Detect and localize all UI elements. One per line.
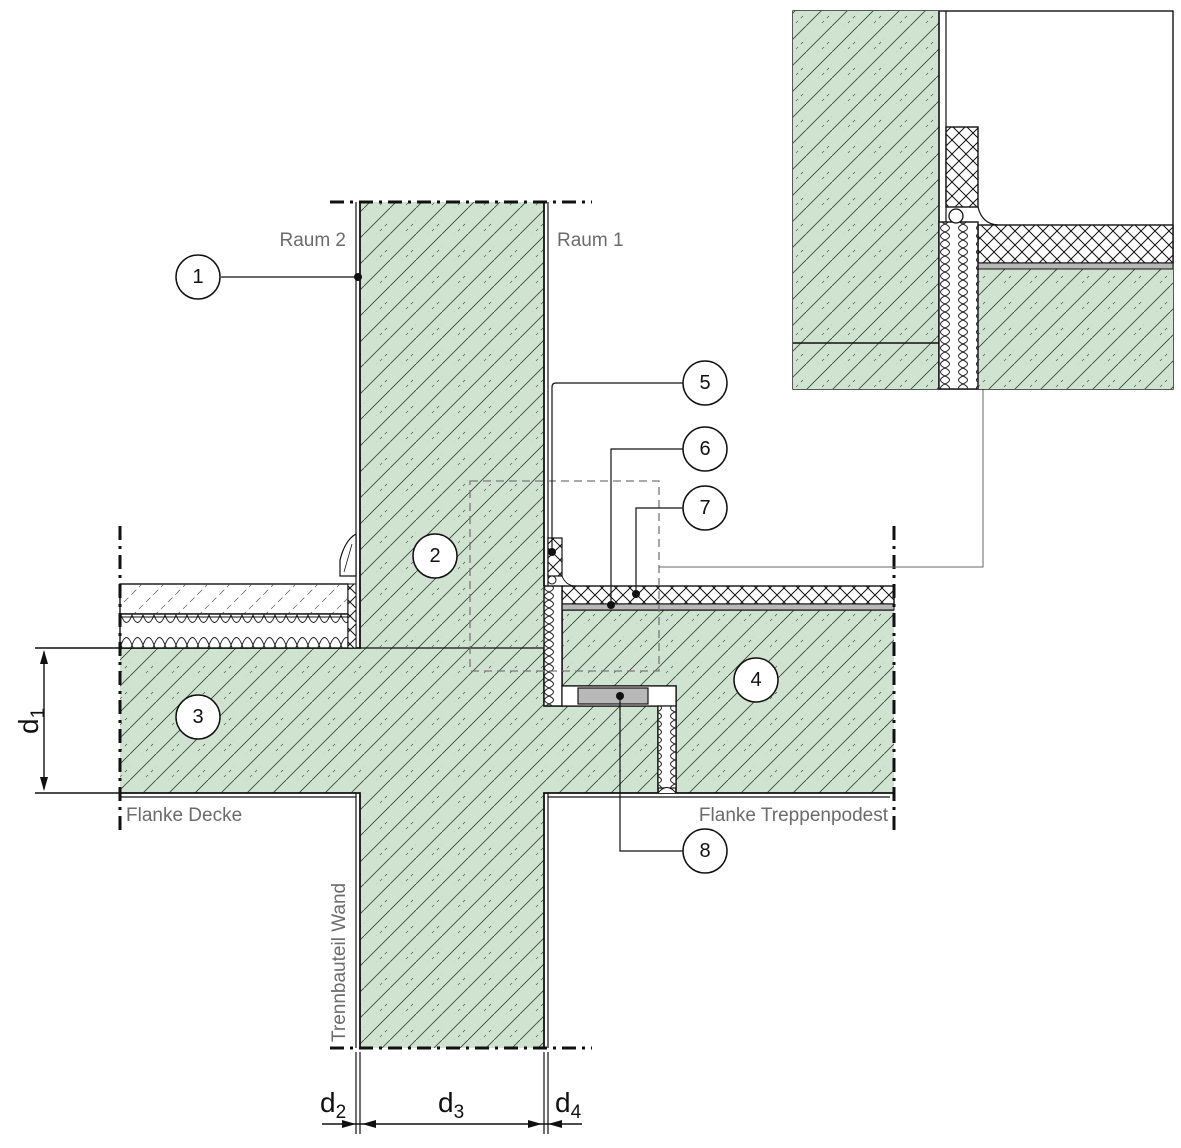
dimension-d4-label: d4	[555, 1087, 582, 1123]
label-raum-2: Raum 2	[279, 230, 346, 251]
label-raum-1: Raum 1	[557, 230, 624, 251]
svg-text:3: 3	[192, 706, 203, 728]
svg-text:7: 7	[699, 497, 710, 519]
callout-1: 1	[175, 254, 221, 300]
dimension-d1: d1	[13, 647, 120, 794]
svg-text:4: 4	[750, 669, 761, 691]
detail-frame	[469, 480, 660, 672]
detail-inset	[792, 10, 1174, 390]
svg-text:2: 2	[429, 545, 440, 567]
callout-7: 7	[682, 485, 728, 531]
dimension-d2-label: d2	[320, 1087, 346, 1123]
left-floor-buildup	[119, 532, 357, 649]
leader-lines	[221, 276, 683, 852]
svg-text:5: 5	[699, 372, 710, 394]
break-lines	[118, 200, 896, 1050]
callout-8: 8	[682, 828, 728, 874]
callout-3: 3	[175, 694, 221, 740]
svg-text:d1: d1	[13, 708, 49, 734]
svg-text:1: 1	[192, 266, 203, 288]
concrete-structure	[120, 202, 894, 1048]
label-flanke-decke: Flanke Decke	[126, 805, 242, 826]
dimension-d2-d3-d4: d2 d3 d4	[320, 1052, 582, 1134]
callout-2: 2	[412, 533, 458, 579]
callout-5: 5	[682, 360, 728, 406]
label-flanke-treppenpodest: Flanke Treppenpodest	[699, 805, 889, 826]
callout-4: 4	[733, 657, 779, 703]
leader-dots	[354, 273, 640, 700]
label-trennbauteil-wand: Trennbauteil Wand	[329, 883, 350, 1042]
right-floor-buildup	[543, 537, 895, 794]
callout-6: 6	[682, 426, 728, 472]
svg-text:6: 6	[699, 438, 710, 460]
dimension-d3-label: d3	[438, 1087, 464, 1123]
svg-text:8: 8	[699, 840, 710, 862]
